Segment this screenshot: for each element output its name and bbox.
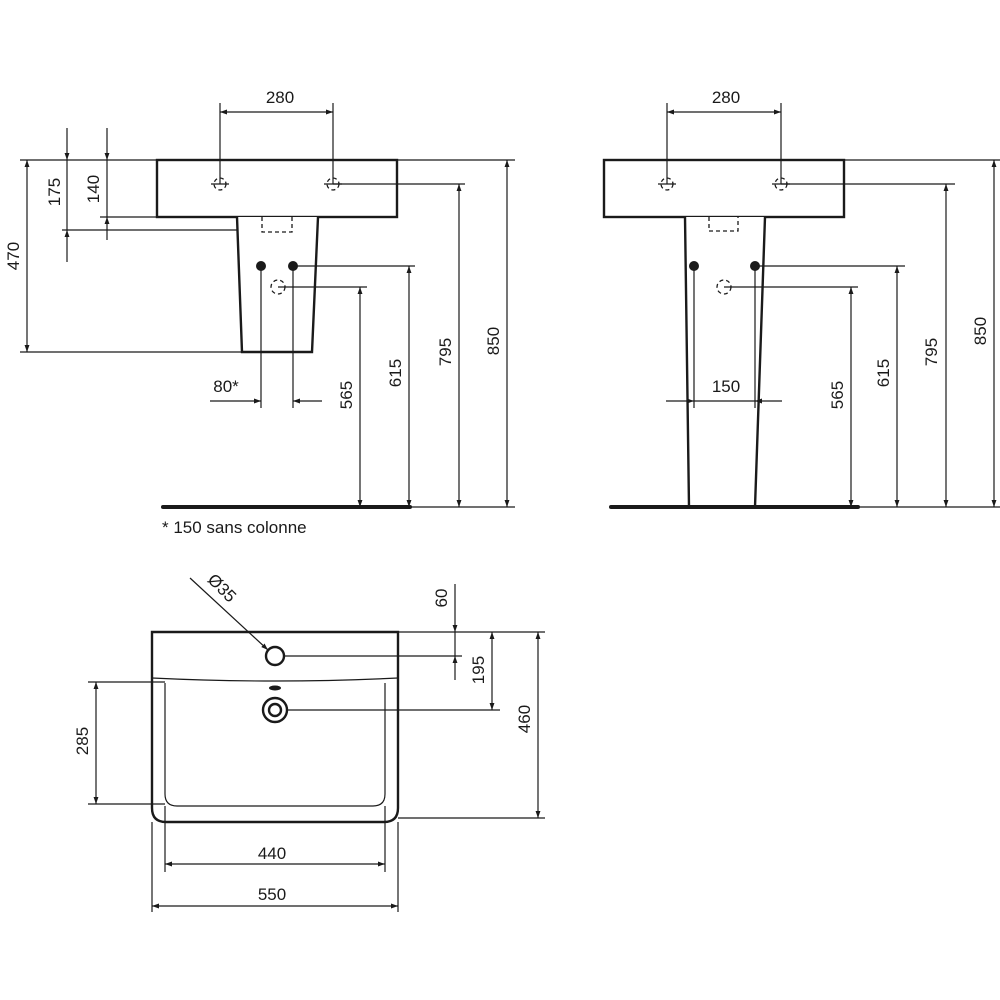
dim-175: 175 [45, 178, 64, 206]
dim-850-2: 850 [971, 317, 990, 345]
footnote: * 150 sans colonne [162, 518, 307, 537]
dim-470: 470 [4, 242, 23, 270]
overflow-hidden-line [261, 217, 293, 233]
side-view-full-pedestal: 280 150 565 615 795 850 [602, 88, 1000, 509]
dim-615-2: 615 [874, 359, 893, 387]
tap-hole [264, 645, 286, 667]
dim-795-2: 795 [922, 338, 941, 366]
dim-440: 440 [258, 844, 286, 863]
dim-150: 150 [712, 377, 740, 396]
overflow-slot [269, 685, 281, 691]
basin-side-outline [155, 158, 399, 219]
side-view-semi-pedestal: 280 175 140 470 565 615 795 850 [4, 88, 515, 537]
dim-460: 460 [515, 705, 534, 733]
dim-615: 615 [386, 359, 405, 387]
dim-195: 195 [469, 656, 488, 684]
dim-80: 80* [213, 377, 239, 396]
overflow-hidden-line-2 [708, 217, 739, 232]
dim-tap-spacing: 280 [266, 88, 294, 107]
dim-tap-spacing-2: 280 [712, 88, 740, 107]
basin-top-outer [150, 630, 400, 824]
basin-side-outline-2 [602, 158, 846, 219]
dim-550: 550 [258, 885, 286, 904]
dim-tap-hole-diameter: Ø35 [204, 570, 240, 606]
dim-60: 60 [432, 589, 451, 608]
waste-drain-inner [267, 702, 283, 718]
dim-565-2: 565 [828, 381, 847, 409]
dim-850: 850 [484, 327, 503, 355]
dim-140: 140 [84, 175, 103, 203]
semi-pedestal-outline [235, 216, 320, 354]
dim-795: 795 [436, 338, 455, 366]
top-view: Ø35 60 195 460 285 440 550 [73, 570, 545, 912]
dim-285: 285 [73, 727, 92, 755]
dim-565: 565 [337, 381, 356, 409]
basin-bowl-outline [151, 677, 399, 807]
full-pedestal-outline [683, 216, 767, 509]
